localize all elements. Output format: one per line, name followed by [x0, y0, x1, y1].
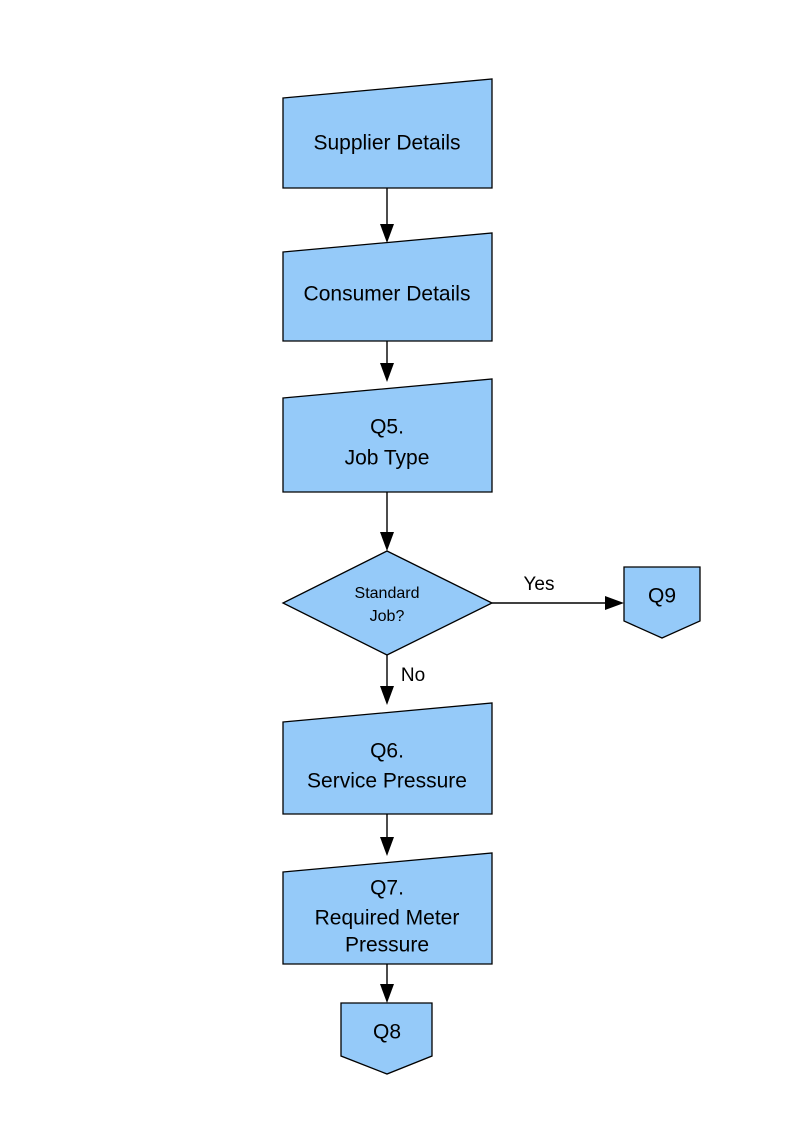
consumer-details-label: Consumer Details	[304, 283, 471, 306]
edge-q7-to-q8	[380, 964, 394, 1003]
edge-label-no: No	[401, 665, 425, 686]
q8-connector-shape[interactable]	[340, 1002, 433, 1075]
q6-service-pressure-shape[interactable]	[282, 702, 493, 815]
consumer-details-shape[interactable]	[282, 232, 493, 342]
q5-job-type-label-line1: Q5.	[370, 416, 404, 439]
q7-required-meter-pressure-label-line3: Pressure	[345, 934, 429, 957]
edge-q5-to-decision	[380, 492, 394, 551]
q7-required-meter-pressure-shape[interactable]	[282, 852, 493, 965]
node-q6-service-pressure[interactable]: Q6. Service Pressure	[282, 702, 493, 815]
q9-connector-label: Q9	[648, 585, 676, 608]
node-supplier-details[interactable]: Supplier Details	[282, 78, 493, 189]
q9-connector-shape[interactable]	[623, 566, 701, 639]
edge-consumer-to-q5	[380, 341, 394, 382]
edge-decision-to-q6-arrowhead	[380, 686, 394, 705]
edge-consumer-to-q5-arrowhead	[380, 363, 394, 382]
supplier-details-shape[interactable]	[282, 78, 493, 189]
q6-service-pressure-label-line1: Q6.	[370, 740, 404, 763]
node-q8-connector[interactable]: Q8	[340, 1002, 433, 1075]
node-standard-job-decision[interactable]: Standard Job?	[281, 550, 494, 656]
supplier-details-label: Supplier Details	[313, 132, 460, 155]
node-consumer-details[interactable]: Consumer Details	[282, 232, 493, 342]
edge-q6-to-q7-arrowhead	[380, 837, 394, 856]
standard-job-decision-label-line2: Job?	[370, 608, 405, 625]
node-q5-job-type[interactable]: Q5. Job Type	[282, 378, 493, 493]
edge-supplier-to-consumer	[380, 188, 394, 243]
edge-decision-to-q9-arrowhead	[605, 596, 624, 610]
q6-service-pressure-label-line2: Service Pressure	[307, 770, 467, 793]
q8-connector-label: Q8	[373, 1021, 401, 1044]
edge-decision-to-q6: No	[380, 655, 425, 705]
edge-q5-to-decision-arrowhead	[380, 532, 394, 551]
edge-q7-to-q8-arrowhead	[380, 984, 394, 1003]
edge-decision-to-q9: Yes	[492, 574, 624, 610]
node-q9-connector[interactable]: Q9	[623, 566, 701, 639]
edge-q6-to-q7	[380, 814, 394, 856]
node-q7-required-meter-pressure[interactable]: Q7. Required Meter Pressure	[282, 852, 493, 965]
q7-required-meter-pressure-label-line2: Required Meter	[315, 907, 460, 930]
q5-job-type-shape[interactable]	[282, 378, 493, 493]
standard-job-decision-shape[interactable]	[281, 550, 494, 656]
q5-job-type-label-line2: Job Type	[345, 447, 430, 470]
standard-job-decision-label-line1: Standard	[355, 585, 420, 602]
q7-required-meter-pressure-label-line1: Q7.	[370, 877, 404, 900]
edge-label-yes: Yes	[524, 574, 555, 595]
edge-supplier-to-consumer-arrowhead	[380, 224, 394, 243]
